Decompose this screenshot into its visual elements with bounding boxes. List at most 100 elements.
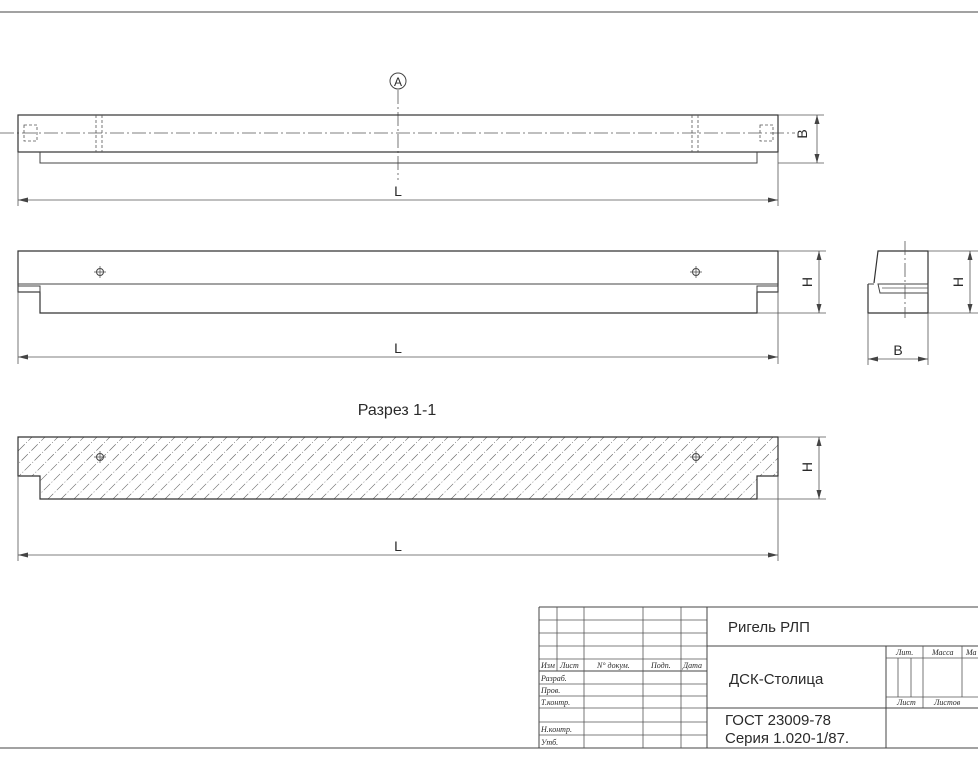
section-title: Разрез 1-1 bbox=[358, 402, 437, 419]
tb-col-izm: Изм bbox=[540, 661, 555, 670]
hatch-line bbox=[296, 437, 378, 499]
hatch-line bbox=[348, 437, 430, 499]
hatch-line bbox=[621, 437, 703, 499]
hatch-line bbox=[582, 437, 664, 499]
hatch-line bbox=[608, 437, 690, 499]
hatch-line bbox=[374, 437, 456, 499]
hatch-line bbox=[205, 437, 287, 499]
hatch-line bbox=[361, 437, 443, 499]
tb-role-approved: Утб. bbox=[541, 738, 558, 747]
hatch-line bbox=[595, 437, 677, 499]
lifting-mark-right bbox=[690, 266, 702, 278]
hatch-line bbox=[725, 437, 778, 499]
tb-organization: ДСК-Столица bbox=[729, 671, 824, 688]
hatch-line bbox=[543, 437, 625, 499]
hatch-line bbox=[283, 437, 365, 499]
hatch-line bbox=[817, 430, 897, 510]
hatch-line bbox=[712, 437, 778, 499]
hatch-line bbox=[18, 437, 27, 499]
hatch-line bbox=[218, 437, 300, 499]
hatch-line bbox=[88, 437, 170, 499]
tb-product-name: Ригель РЛП bbox=[728, 619, 810, 636]
plan-width-label: B bbox=[794, 129, 810, 138]
hatch-line bbox=[335, 437, 417, 499]
hatch-line bbox=[856, 430, 936, 510]
tb-role-developed: Разраб. bbox=[540, 674, 567, 683]
hatch-line bbox=[244, 437, 326, 499]
hatch-line bbox=[309, 437, 391, 499]
hatch-line bbox=[101, 437, 183, 499]
lifting-mark-left bbox=[94, 266, 106, 278]
hatch-line bbox=[36, 437, 118, 499]
hatch-line bbox=[18, 437, 53, 499]
tb-standard: ГОСТ 23009-78 bbox=[725, 712, 831, 729]
hatch-line bbox=[140, 437, 222, 499]
hatch-line bbox=[387, 437, 469, 499]
hatch-line bbox=[686, 437, 768, 499]
tb-col-date: Дата bbox=[682, 661, 702, 670]
hatch-line bbox=[556, 437, 638, 499]
hatch-line bbox=[166, 437, 248, 499]
hatch-line bbox=[270, 437, 352, 499]
hatch-line bbox=[569, 437, 651, 499]
hatch-line bbox=[673, 437, 755, 499]
tb-series: Серия 1.020-1/87. bbox=[725, 730, 849, 747]
hatch-line bbox=[738, 437, 778, 499]
hatch-line bbox=[647, 437, 729, 499]
hatch-line bbox=[426, 437, 508, 499]
axis-marker-label: A bbox=[394, 75, 402, 89]
tb-col-sign: Подп. bbox=[650, 661, 671, 670]
hatch-line bbox=[18, 437, 66, 499]
hatch-line bbox=[153, 437, 235, 499]
hatch-line bbox=[491, 437, 573, 499]
hatch-line bbox=[62, 437, 144, 499]
hatch-line bbox=[465, 437, 547, 499]
tb-col-doc: N° докум. bbox=[596, 661, 630, 670]
elevation-length-label: L bbox=[394, 340, 402, 356]
tb-scale-header: Ма bbox=[965, 648, 977, 657]
tb-mass-header: Масса bbox=[931, 648, 953, 657]
hatch-line bbox=[231, 437, 313, 499]
hatch-line bbox=[114, 437, 196, 499]
tb-lit-header: Лит. bbox=[895, 648, 913, 657]
sheet-frame bbox=[0, 11, 978, 749]
section-height-label: H bbox=[799, 462, 815, 472]
hatch-line bbox=[452, 437, 534, 499]
hatch-line bbox=[660, 437, 742, 499]
hatch-line bbox=[843, 430, 923, 510]
hatch-line bbox=[18, 437, 79, 499]
plan-view: A B L bbox=[0, 72, 824, 206]
hatch-line bbox=[804, 430, 884, 510]
hatch-line bbox=[127, 437, 209, 499]
section-lifting-mark-right bbox=[690, 451, 702, 463]
side-height-label: H bbox=[950, 277, 966, 287]
hatch-line bbox=[23, 437, 105, 499]
tb-sheets-header: Листов bbox=[933, 698, 961, 707]
hatch-line bbox=[439, 437, 521, 499]
hatch-line bbox=[530, 437, 612, 499]
hatch-line bbox=[699, 437, 778, 499]
hatch-line bbox=[192, 437, 274, 499]
title-block: Изм Лист N° докум. Подп. Дата Разраб. Пр… bbox=[538, 606, 978, 748]
section-length-label: L bbox=[394, 538, 402, 554]
elevation-view: H L bbox=[17, 250, 826, 364]
hatch-line bbox=[322, 437, 404, 499]
tb-role-norm-control: Н.контр. bbox=[540, 725, 572, 734]
elevation-height-label: H bbox=[799, 277, 815, 287]
tb-role-tech-control: Т.контр. bbox=[541, 698, 570, 707]
hatch-line bbox=[413, 437, 495, 499]
hatch-line bbox=[18, 437, 92, 499]
section-lifting-mark-left bbox=[94, 451, 106, 463]
tb-sheet-header: Лист bbox=[896, 698, 916, 707]
section-view: Разрез 1-1 H L bbox=[0, 402, 936, 561]
hatch-line bbox=[257, 437, 339, 499]
hatch-line bbox=[75, 437, 157, 499]
hatch-line bbox=[179, 437, 261, 499]
tb-role-checked: Пров. bbox=[540, 686, 560, 695]
hatch-line bbox=[830, 430, 910, 510]
hatch-line bbox=[18, 437, 40, 499]
hatch-line bbox=[0, 430, 13, 510]
hatch-line bbox=[478, 437, 560, 499]
plan-length-label: L bbox=[394, 183, 402, 199]
